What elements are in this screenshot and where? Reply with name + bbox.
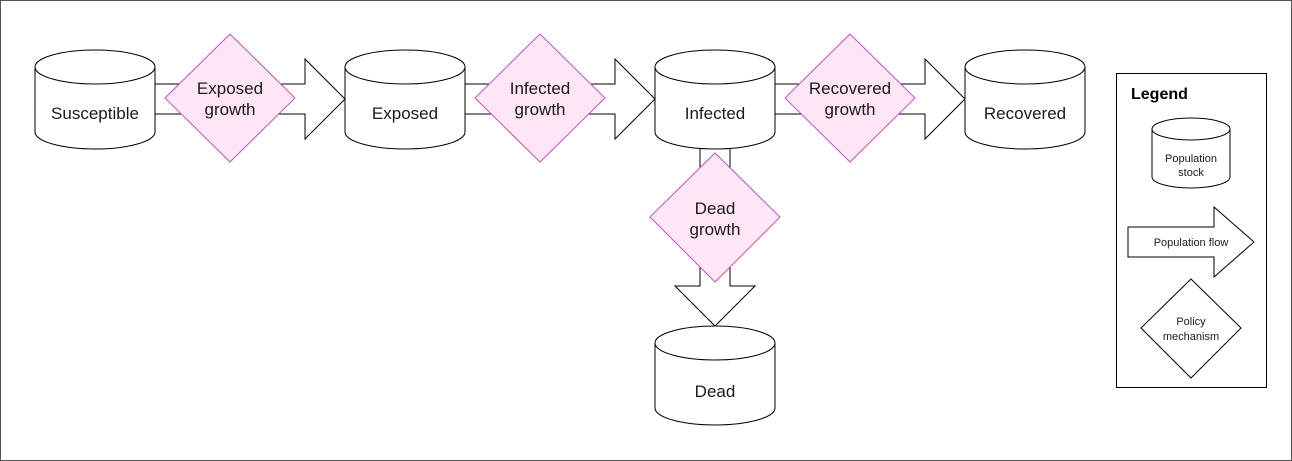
cylinder-icon [344,49,466,150]
stock-label: Exposed [372,104,438,123]
cylinder-icon [654,49,776,150]
diamond-icon [474,33,606,163]
legend-item-policy: Policy mechanism [1140,278,1242,379]
legend-title: Legend [1131,86,1188,103]
stock-infected: Infected [654,49,776,150]
policy-label-line1: Infected [510,79,571,98]
policy-label-line1: Recovered [809,79,891,98]
policy-label-line1: Exposed [197,79,263,98]
legend-item-flow: Population flow [1127,205,1255,279]
policy-exposed-growth: Exposed growth [164,33,296,163]
stock-label: Susceptible [51,104,139,123]
stock-label: Recovered [984,104,1066,123]
legend-policy-label-line1: Policy [1176,316,1206,328]
diamond-icon [649,152,781,283]
arrow-icon [1127,205,1255,279]
legend-policy-label-line2: mechanism [1163,331,1219,343]
stock-exposed: Exposed [344,49,466,150]
stock-susceptible: Susceptible [34,49,156,150]
cylinder-icon [34,49,156,150]
policy-recovered-growth: Recovered growth [784,33,916,163]
stock-dead: Dead [654,325,776,426]
cylinder-icon [964,49,1086,150]
diamond-icon [164,33,296,163]
policy-label-line1: Dead [695,199,736,218]
cylinder-icon [1151,117,1231,189]
policy-label-line2: growth [514,100,565,119]
diamond-icon [784,33,916,163]
legend-item-stock: Population stock [1151,117,1231,189]
cylinder-icon [654,325,776,426]
legend-flow-label: Population flow [1154,237,1229,249]
legend: Legend Population stock Population flow … [1116,73,1267,388]
legend-stock-label-line1: Population [1165,153,1217,165]
policy-dead-growth: Dead growth [649,152,781,283]
policy-label-line2: growth [824,100,875,119]
diamond-icon [1140,278,1242,379]
stock-recovered: Recovered [964,49,1086,150]
policy-infected-growth: Infected growth [474,33,606,163]
policy-label-line2: growth [689,220,740,239]
legend-stock-label-line2: stock [1178,167,1204,179]
policy-label-line2: growth [204,100,255,119]
stock-label: Dead [695,382,736,401]
stock-label: Infected [685,104,746,123]
